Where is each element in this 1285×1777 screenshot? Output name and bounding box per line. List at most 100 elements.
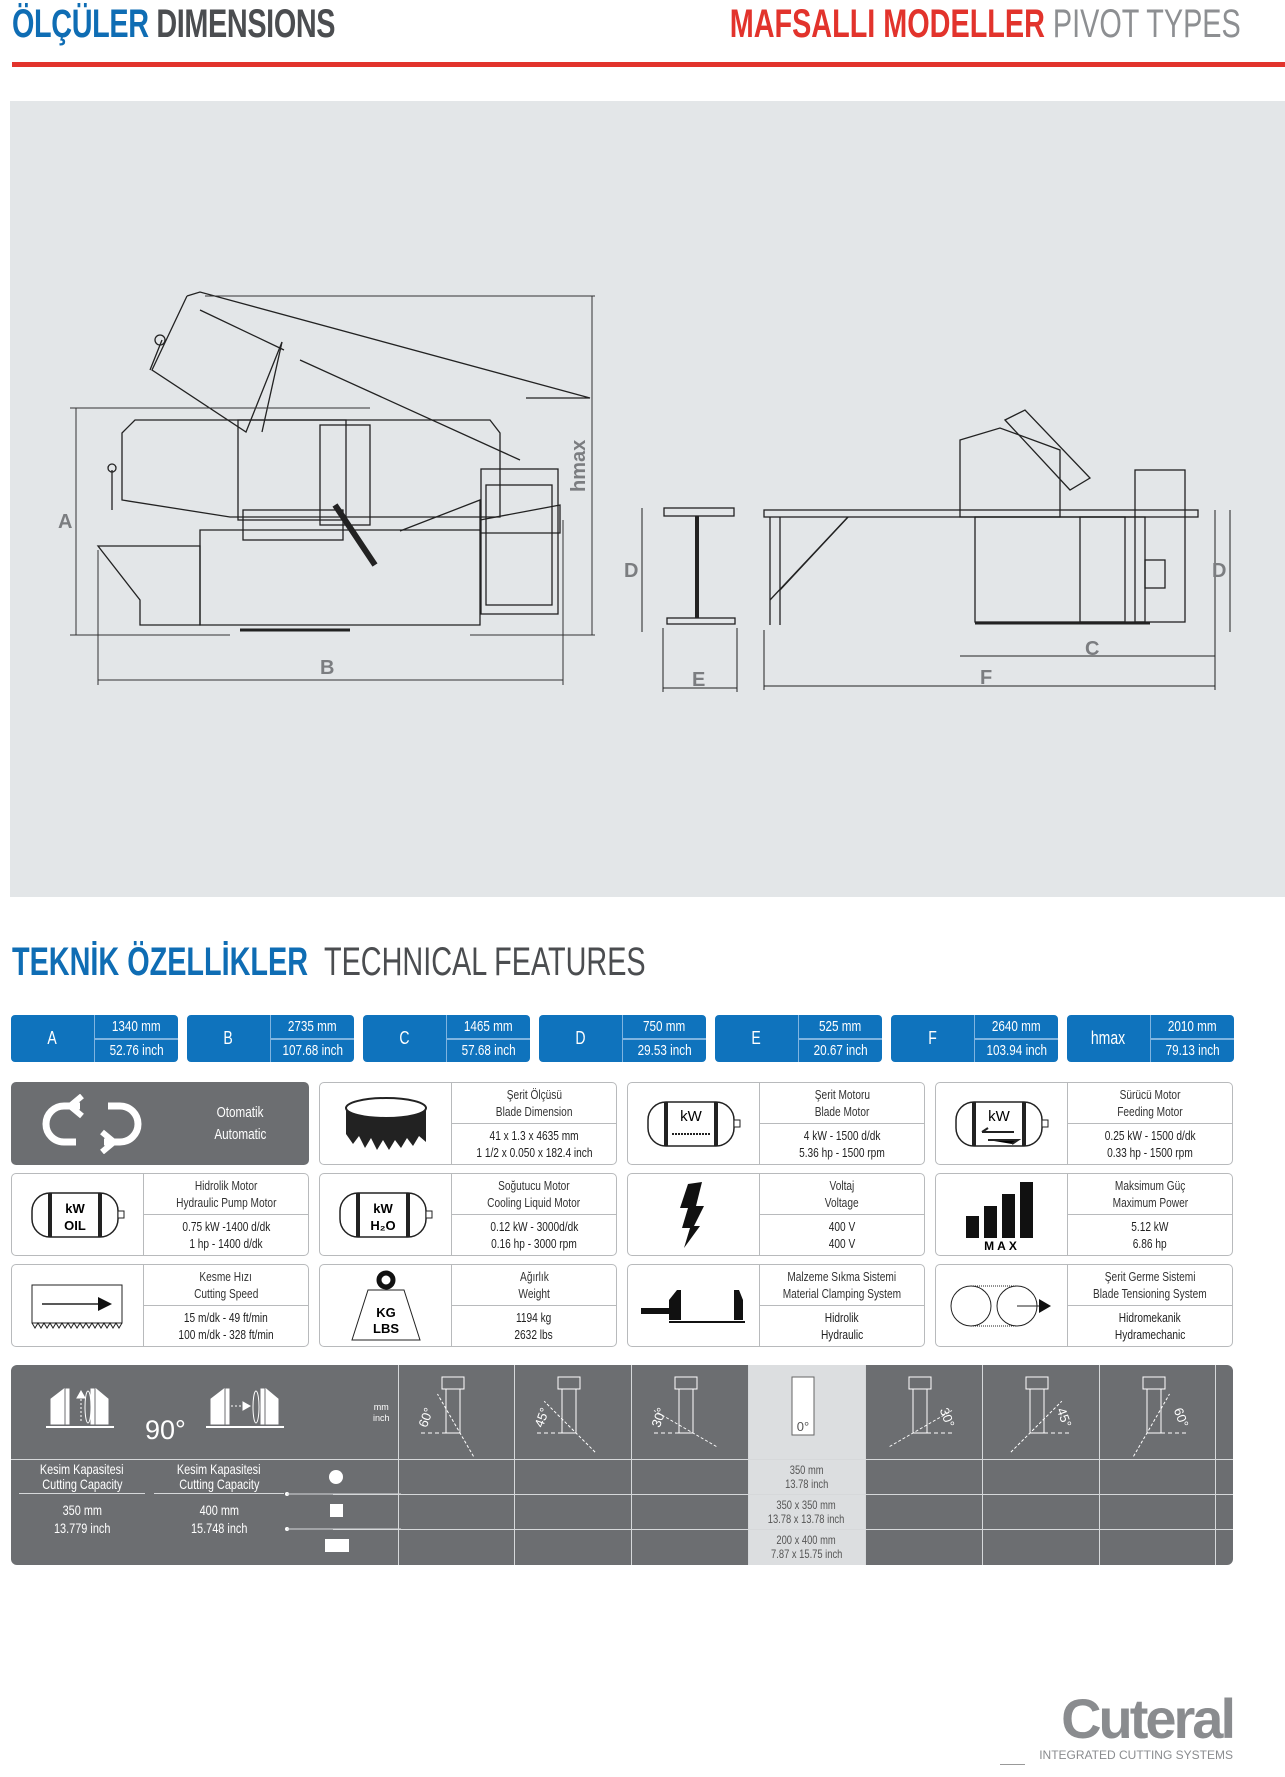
- feature-name-en: Automatic: [213, 1125, 267, 1143]
- dimension-label: hmax: [1067, 1015, 1151, 1062]
- feature-value-1: 0.12 kW - 3000d/dk: [490, 1219, 578, 1234]
- feature-name-tr: Kesme Hızı: [199, 1269, 253, 1284]
- feature-value-1: 15 m/dk - 49 ft/min: [184, 1310, 268, 1325]
- dimension-mm: 750 mm: [623, 1015, 706, 1040]
- feature-name-tr: Hidrolik Motor: [194, 1178, 258, 1193]
- dimension-inch: 103.94 inch: [986, 1042, 1047, 1060]
- dim-label-d-left: D: [624, 560, 638, 582]
- angle-label: 30°: [648, 1406, 669, 1430]
- feature-value-1: 4 kW - 1500 d/dk: [803, 1128, 881, 1143]
- dimension-label: E: [715, 1015, 799, 1062]
- feature-name-tr: Otomatik: [216, 1103, 264, 1121]
- feature-name-tr: Malzeme Sıkma Sistemi: [787, 1269, 897, 1284]
- unit-mm: mm: [373, 1402, 389, 1412]
- column-divider: [748, 1365, 749, 1565]
- shape-legend: [285, 1470, 401, 1552]
- machine-side-view: [96, 291, 591, 632]
- dimension-mm: 2640 mm: [975, 1015, 1058, 1040]
- section-title-tr: TEKNİK ÖZELLİKLER: [12, 940, 308, 984]
- angle-label: 60°: [1171, 1406, 1192, 1430]
- lightning-icon: [628, 1174, 760, 1255]
- angle-diagram-left-60: 60°: [415, 1376, 474, 1457]
- header-divider: [12, 62, 1285, 67]
- title-tr: ÖLÇÜLER: [12, 2, 149, 46]
- feature-name-en: Voltage: [825, 1195, 859, 1210]
- feature-name-en: Cooling Liquid Motor: [487, 1195, 581, 1210]
- dimension-c: C 1465 mm 57.68 inch: [363, 1015, 530, 1062]
- dimension-inch: 107.68 inch: [282, 1042, 343, 1060]
- max-power-bars-icon: MAX: [936, 1174, 1068, 1255]
- dimension-label: C: [363, 1015, 447, 1062]
- feature-name-en: Material Clamping System: [782, 1286, 902, 1301]
- svg-text:LBS: LBS: [373, 1321, 399, 1336]
- angle-label: 0°: [797, 1419, 809, 1434]
- svg-text:MAX: MAX: [984, 1239, 1020, 1250]
- feature-name-en: Maximum Power: [1112, 1195, 1188, 1210]
- dimension-f: F 2640 mm 103.94 inch: [891, 1015, 1058, 1062]
- pivot-types-title: MAFSALLI MODELLER PIVOT TYPES: [531, 2, 1241, 47]
- feature-value-1: 0.25 kW - 1500 d/dk: [1104, 1128, 1196, 1143]
- roller-stand-view: [641, 507, 738, 692]
- column-divider: [865, 1365, 866, 1565]
- svg-text:kW: kW: [373, 1201, 393, 1216]
- footer-rule: [1000, 1764, 1025, 1765]
- unit-inch: inch: [373, 1413, 390, 1423]
- dim-label-hmax: hmax: [568, 440, 590, 492]
- column-divider: [631, 1365, 632, 1565]
- hydraulic-motor-icon: kW OIL: [12, 1174, 144, 1255]
- feature-value-2: 0.33 hp - 1500 rpm: [1107, 1145, 1193, 1160]
- angle-diagram-right-45: 45°: [1010, 1376, 1075, 1453]
- angle-diagram-left-30: 30°: [648, 1376, 717, 1447]
- feature-name-en: Feeding Motor: [1117, 1104, 1183, 1119]
- column-divider: [982, 1365, 983, 1565]
- feature-name-en: Hydraulic Pump Motor: [175, 1195, 277, 1210]
- dimension-b: B 2735 mm 107.68 inch: [187, 1015, 354, 1062]
- logo-tagline: INTEGRATED CUTTING SYSTEMS: [1039, 1748, 1233, 1762]
- svg-text:OIL: OIL: [64, 1218, 86, 1233]
- feature-value-1: 1194 kg: [516, 1310, 552, 1325]
- feature-value-2: 2632 lbs: [514, 1327, 554, 1342]
- dimension-lines: [70, 295, 595, 685]
- column-divider: [1215, 1365, 1216, 1565]
- blade-tension-icon: [936, 1265, 1068, 1346]
- dimension-a: A 1340 mm 52.76 inch: [11, 1015, 178, 1062]
- dimension-mm: 1340 mm: [95, 1015, 178, 1040]
- dim-label-d-right: D: [1212, 560, 1226, 582]
- feature-value-2: 1 hp - 1400 d/dk: [189, 1236, 263, 1251]
- feature-name-en: Blade Dimension: [495, 1104, 573, 1119]
- section-title-en: TECHNICAL FEATURES: [323, 940, 646, 984]
- clamping-vise-icon: [628, 1265, 760, 1346]
- svg-text:kW: kW: [65, 1201, 85, 1216]
- dimension-mm: 2735 mm: [271, 1015, 354, 1040]
- feature-value-2: 400 V: [828, 1236, 856, 1251]
- dimension-d: D 750 mm 29.53 inch: [539, 1015, 706, 1062]
- dimensions-title: ÖLÇÜLER DIMENSIONS: [12, 2, 461, 47]
- dimension-inch: 57.68 inch: [461, 1042, 516, 1060]
- vise-diagrams: [46, 1387, 284, 1428]
- rectangle-shape-icon: [325, 1539, 349, 1552]
- column-divider: [1099, 1365, 1100, 1565]
- feature-name-en: Blade Tensioning System: [1093, 1286, 1207, 1301]
- feature-value-2: Hydraulic: [820, 1327, 864, 1342]
- angle-diagram-left-45: 45°: [531, 1376, 596, 1453]
- feature-name-en: Weight: [518, 1286, 550, 1301]
- feeding-motor-icon: kW: [936, 1083, 1068, 1164]
- dimension-inch: 79.13 inch: [1165, 1042, 1220, 1060]
- dimension-label: B: [187, 1015, 271, 1062]
- column-divider: [514, 1365, 515, 1565]
- dimension-mm: 525 mm: [799, 1015, 882, 1040]
- feature-name-tr: Maksimum Güç: [1114, 1178, 1186, 1193]
- dim-label-c: C: [1085, 638, 1099, 660]
- feature-name-en: Cutting Speed: [193, 1286, 259, 1301]
- angle-diagram-0: 0°: [791, 1376, 815, 1436]
